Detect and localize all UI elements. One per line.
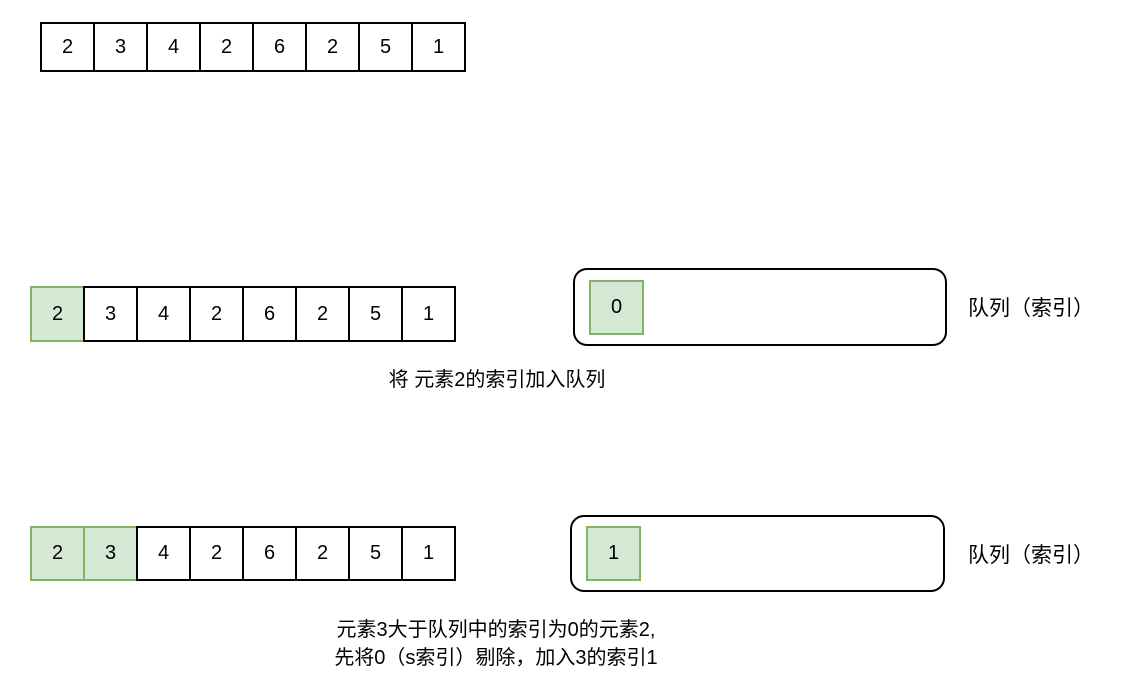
array-cell: 4 <box>136 526 191 581</box>
queue-box-step2: 1 <box>570 515 945 592</box>
array-cell: 2 <box>295 286 350 342</box>
array-cell-highlighted: 2 <box>30 286 85 342</box>
array-cell: 1 <box>401 526 456 581</box>
queue-item-cell: 1 <box>586 526 641 581</box>
array-cell: 4 <box>136 286 191 342</box>
array-cell: 3 <box>93 22 148 72</box>
array-cell: 3 <box>83 286 138 342</box>
caption-step2: 元素3大于队列中的索引为0的元素2, 先将0（s索引）剔除，加入3的索引1 <box>296 616 696 672</box>
caption-step2-line2: 先将0（s索引）剔除，加入3的索引1 <box>334 647 658 669</box>
array-cell: 2 <box>305 22 360 72</box>
queue-label-step1: 队列（索引） <box>968 297 1094 320</box>
array-cell: 4 <box>146 22 201 72</box>
array-cell: 2 <box>189 526 244 581</box>
array-cell: 5 <box>348 526 403 581</box>
array-cell: 6 <box>242 286 297 342</box>
array-cell: 5 <box>358 22 413 72</box>
array-cell-highlighted: 2 <box>30 526 85 581</box>
array-cell: 1 <box>411 22 466 72</box>
queue-item-cell: 0 <box>589 279 644 335</box>
array-cell: 2 <box>40 22 95 72</box>
array-cell: 1 <box>401 286 456 342</box>
caption-step2-line1: 元素3大于队列中的索引为0的元素2, <box>336 619 656 641</box>
array-cell-highlighted: 3 <box>83 526 138 581</box>
array-cell: 6 <box>252 22 307 72</box>
array-cell: 2 <box>295 526 350 581</box>
caption-step1: 将 元素2的索引加入队列 <box>388 369 606 391</box>
array-cell: 2 <box>189 286 244 342</box>
queue-label-step2: 队列（索引） <box>968 543 1094 567</box>
array-cell: 5 <box>348 286 403 342</box>
array-cell: 6 <box>242 526 297 581</box>
array-cell: 2 <box>199 22 254 72</box>
queue-box-step1: 0 <box>573 268 947 346</box>
